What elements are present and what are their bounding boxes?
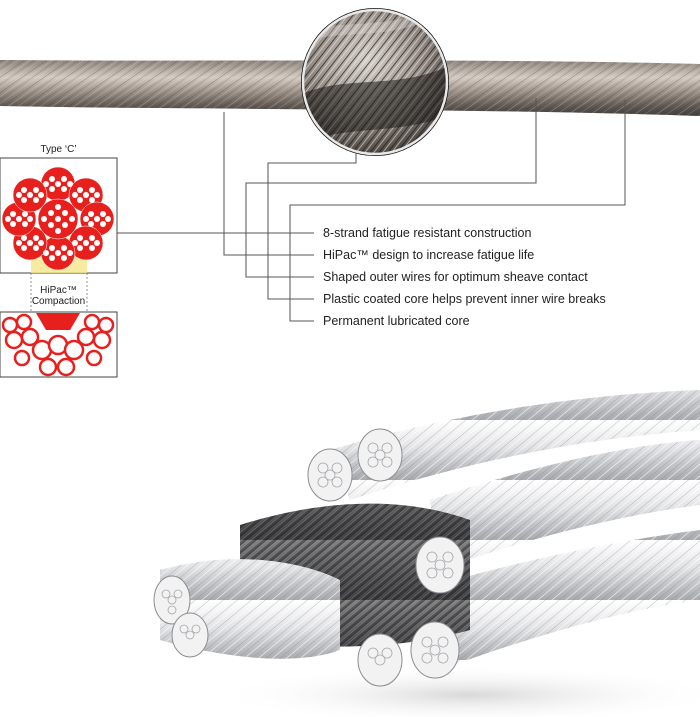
leader-line-4 [289,100,626,322]
hipac-label-line1: HiPac™ [40,285,77,296]
feature-lubricated-core: Permanent lubricated core [323,314,470,328]
leader-line-3 [245,98,537,278]
leader-lines [117,98,626,322]
feature-hipac-design: HiPac™ design to increase fatigue life [323,248,535,262]
leader-line-5 [267,153,357,300]
rope-cutaway-render [153,390,700,717]
feature-8-strand: 8-strand fatigue resistant construction [323,226,532,240]
magnified-rope-detail [301,8,449,156]
type-c-label: Type ‘C’ [40,144,77,155]
leader-line-2 [223,112,314,256]
feature-shaped-outer-wires: Shaped outer wires for optimum sheave co… [323,270,588,284]
feature-plastic-coated-core: Plastic coated core helps prevent inner … [323,292,606,306]
rope-cross-section [0,157,118,312]
hipac-compaction-label: HiPac™ Compaction [0,285,117,307]
hipac-label-line2: Compaction [31,296,86,307]
compaction-detail [0,311,118,378]
